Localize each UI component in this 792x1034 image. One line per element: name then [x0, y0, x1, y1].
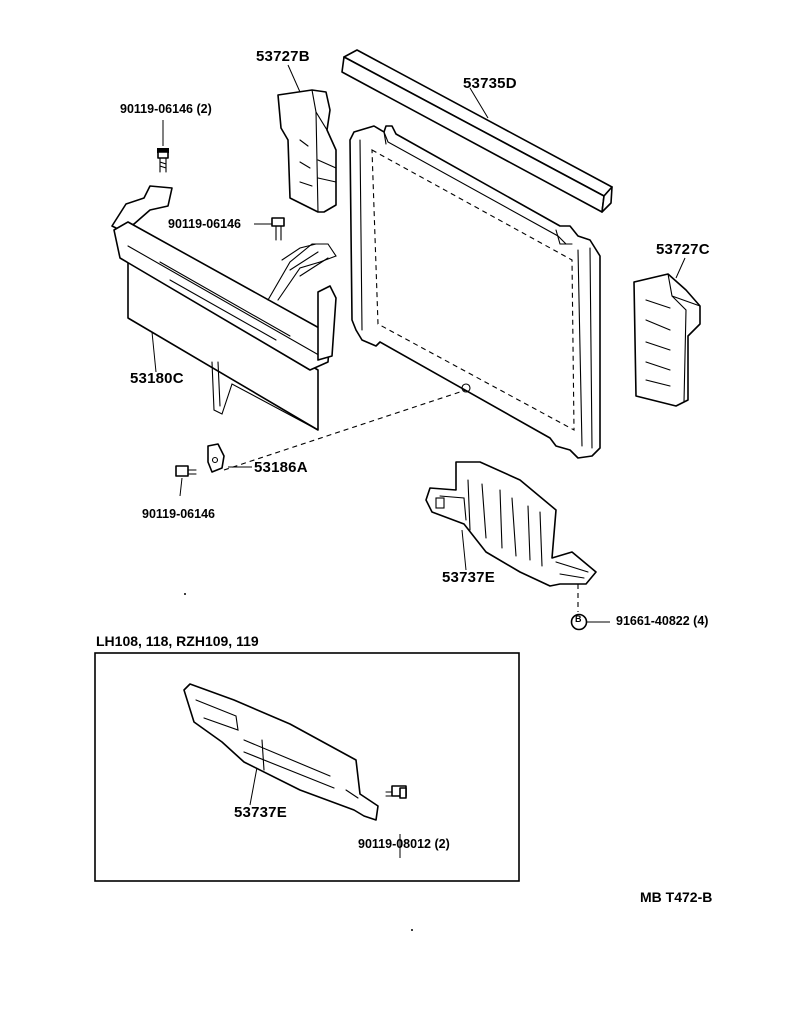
seal-53727b-drawing	[277, 89, 337, 213]
label-bolt-top-left: 90119-06146 (2)	[120, 102, 212, 116]
clip-symbol: B	[575, 614, 582, 624]
variant-box-title: LH108, 118, RZH109, 119	[96, 633, 259, 649]
radiator-core-drawing	[349, 125, 601, 459]
radiator-top-seal-drawing	[341, 49, 613, 213]
seal-53727c-drawing	[633, 273, 701, 407]
under-cover-drawing	[425, 461, 597, 587]
label-fan-shroud-53180c: 53180C	[130, 370, 184, 387]
leader-lines	[151, 64, 686, 858]
label-variant-under-cover-53737e: 53737E	[234, 804, 287, 821]
label-bolt-bracket: 90119-06146	[142, 507, 215, 521]
label-seal-53727b: 53727B	[256, 48, 310, 65]
label-bolt-variant: 90119-08012 (2)	[358, 837, 450, 851]
label-bolt-shroud: 90119-06146	[168, 217, 241, 231]
label-bracket-53186a: 53186A	[254, 459, 308, 476]
label-top-seal-53735d: 53735D	[463, 75, 517, 92]
bracket-drawing	[207, 389, 467, 473]
clip-drawing	[570, 584, 588, 631]
fan-shroud-drawing	[111, 185, 337, 431]
variant-box-drawing	[94, 652, 520, 882]
label-seal-53727c: 53727C	[656, 241, 710, 258]
label-under-cover-53737e: 53737E	[442, 569, 495, 586]
illustration-code: MB T472-B	[640, 889, 713, 905]
label-clip: 91661-40822 (4)	[616, 614, 709, 628]
bolt-drawings	[157, 148, 285, 477]
